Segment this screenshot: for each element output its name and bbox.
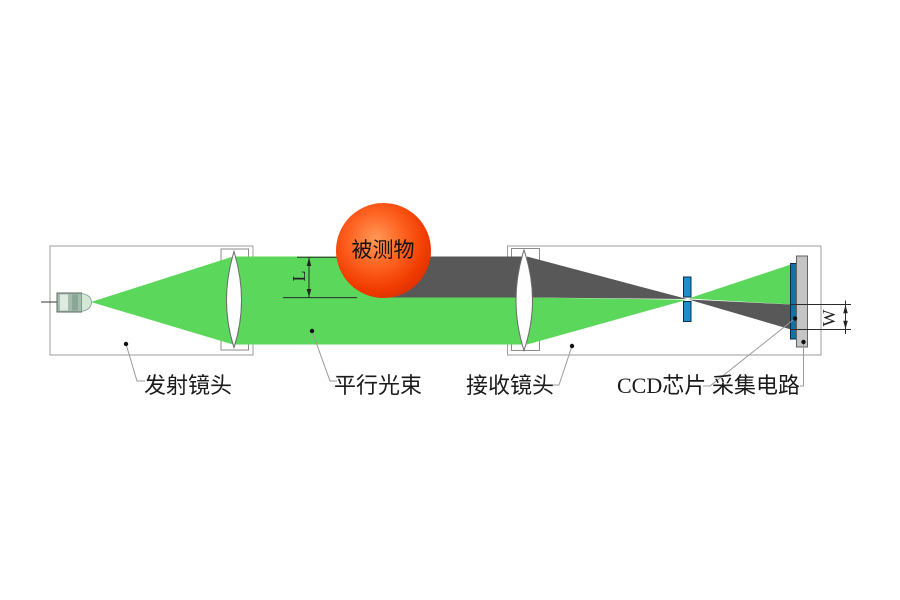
dim-l-arrow-up	[306, 257, 312, 266]
measured-object-sphere	[335, 202, 431, 298]
aperture-slit-bottom	[683, 301, 692, 322]
measured-object-label: 被测物	[351, 238, 415, 262]
dim-w-arrow-up	[843, 305, 848, 314]
ccd-chip-strip	[790, 263, 797, 340]
led-dome	[81, 293, 92, 312]
leader-parallel-beam	[311, 330, 337, 382]
diverging-green-beam	[688, 264, 791, 305]
acquisition-circuit-plate	[796, 255, 808, 348]
leader-acquisition-circuit	[800, 342, 804, 387]
receiver-lens-element	[515, 248, 533, 353]
dim-w-arrow-down	[843, 320, 848, 329]
led-body-shade	[72, 294, 78, 311]
leader-dots	[123, 316, 806, 349]
parallel-beam-label: 平行光束	[334, 373, 423, 398]
diverging-source-cone	[91, 256, 233, 345]
dim-l-arrow-down	[306, 289, 312, 298]
emitter-lens-label: 发射镜头	[144, 373, 233, 398]
receiver-lens-label: 接收镜头	[466, 373, 555, 398]
diverging-shadow-beam	[688, 299, 791, 330]
dimension-l-label: L	[288, 270, 309, 282]
converging-shadow-beam	[527, 256, 687, 299]
ccd-chip-label: CCD芯片	[617, 373, 707, 398]
aperture-slit-top	[683, 276, 692, 298]
converging-green-beam	[527, 297, 687, 345]
dimension-w-label: W	[819, 309, 839, 326]
leader-ccd-chip	[703, 318, 796, 387]
leader-receiver-lens	[552, 345, 573, 386]
emitter-lens-element	[226, 249, 242, 350]
led-body-highlight	[60, 294, 68, 311]
acquisition-circuit-label: 采集电路	[712, 373, 801, 398]
leader-emitter-lens	[125, 343, 145, 382]
leader-lines	[125, 318, 804, 387]
